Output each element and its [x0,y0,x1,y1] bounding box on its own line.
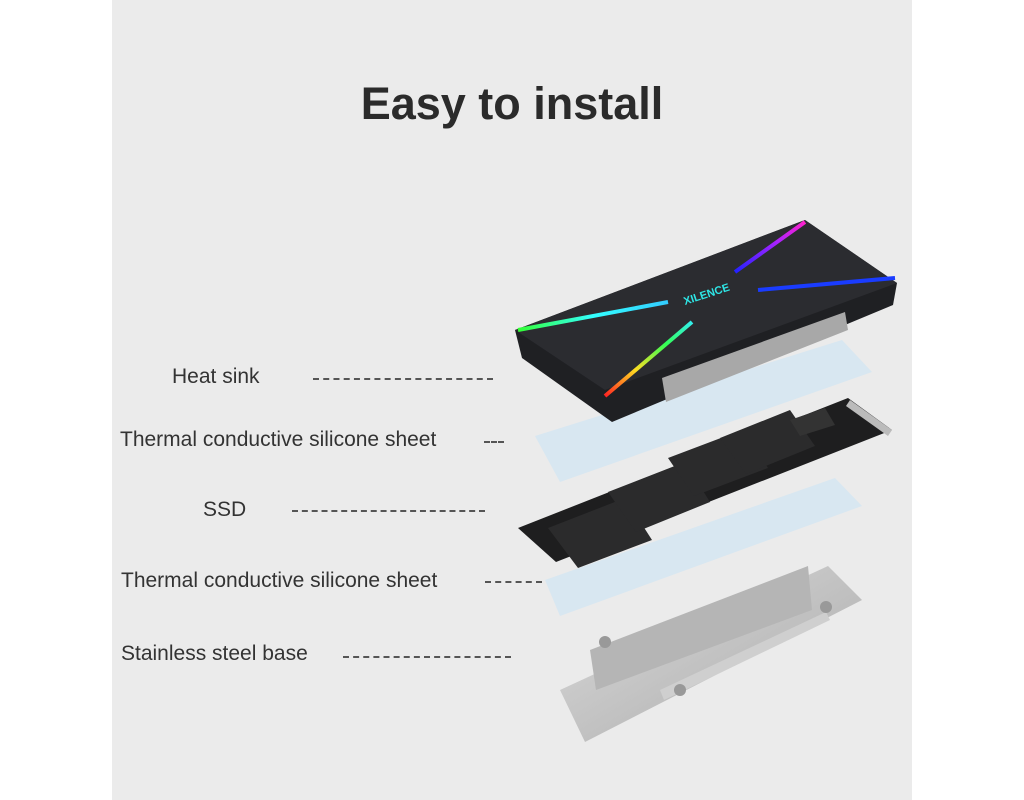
leader-line-top-sheet [484,441,504,443]
label-heat-sink: Heat sink [172,365,260,388]
leader-line-bottom-sheet [485,581,542,583]
stainless-steel-base [560,566,862,742]
label-top-silicone-sheet: Thermal conductive silicone sheet [120,428,437,451]
label-stainless-steel-base: Stainless steel base [121,642,308,665]
label-ssd: SSD [203,498,247,521]
heat-sink: XILENCE [515,220,897,422]
leader-line-ssd [292,510,485,512]
bottom-silicone-sheet [545,478,862,616]
label-bottom-silicone-sheet: Thermal conductive silicone sheet [121,569,438,592]
leader-line-heat-sink [313,378,493,380]
top-silicone-sheet [535,340,872,482]
leader-line-base [343,656,511,658]
page-title: Easy to install [360,78,664,129]
ssd [518,398,892,568]
